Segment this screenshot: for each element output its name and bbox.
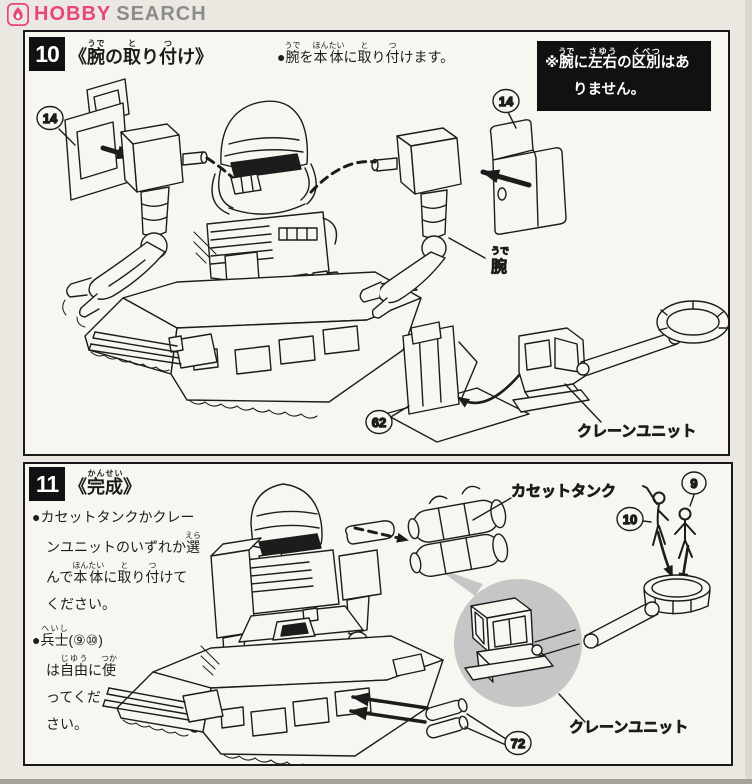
basket-ring-drawing [643,574,711,615]
hobby-search-logo: HOBBY SEARCH [7,2,207,26]
soldier-10-arrow [656,530,674,578]
step-11-instructions: ●カセットタンクかクレー ンユニットのいずれか選えら んで本体ほんたいに取とり付… [32,504,216,744]
scan-edge-bottom [0,779,752,784]
crane-arm-drawing [583,601,660,649]
part14-left-callout: 14 [43,111,58,126]
attach-arrow-72-bottom [349,706,427,724]
cassette-tank-label: カセットタンク [511,483,616,500]
step-11-diagram: カセットタンク 10 9 72 クレーンユニット [102,471,711,764]
part72-cylinders-drawing [425,698,469,739]
part62-stand-drawing [384,321,530,443]
cassette-tank-drawing [407,485,509,577]
note-line-2: りません。 [573,82,646,98]
zaku-head-torso-drawing [193,100,338,287]
crane-cab-detail-drawing [464,597,580,683]
scan-edge-right [745,0,752,784]
bullet2-line3: ってくだ [46,689,101,705]
tank-hull-drawing [84,271,422,419]
part72-callout: 72 [511,736,525,751]
part10-leader [642,520,652,523]
attach-arrow-right [480,169,532,188]
arm-label: 腕 [491,258,507,276]
note-line-1: ※腕うでに左右さゆうの区別くべつはあ [545,47,690,71]
part9-callout: 9 [690,476,697,491]
part9-leader [689,494,695,507]
step11-callouts: カセットタンク 10 9 72 クレーンユニット [504,471,707,756]
part72-leaders [464,713,507,746]
part62-leader [388,405,410,419]
soldier-10-figure [642,485,669,546]
flame-badge-icon [7,2,29,26]
crane-label-leader [564,383,602,423]
bullet1-line3: んで本体ほんたいに取とり付つけて [46,561,188,585]
dashed-connector-right [309,160,377,194]
crane-to-stand-arrow [457,366,527,408]
part14-right-callout: 14 [499,94,514,109]
step-11-number-badge: 11 [29,467,65,501]
part14-right-leader [507,111,517,129]
part14-left-leader [58,128,76,146]
bullet2-line2: は自由じゆうに使つか [46,654,117,678]
step-10-number-badge: 10 [29,37,65,71]
cassette-dashed-arrow [353,526,409,543]
left-arm-drawing [62,123,208,328]
logo-text-search: SEARCH [116,2,207,25]
crane-label-leader-11 [558,693,586,723]
part14-right-drawing [489,119,567,235]
bullet2-line4: さい。 [46,716,88,732]
arm-label-furigana: うで [491,246,509,256]
step-10-diagram: 14 14 62 腕 うで クレーンユニット [36,78,728,443]
crane-unit-label-11: クレーンユニット [569,719,688,736]
step10-callouts: 14 14 62 腕 うで クレーンユニット [36,88,697,441]
instruction-bullet-1: ●カセットタンクかクレー ンユニットのいずれか選えら んで本体ほんたいに取とり付… [32,504,216,618]
arm-label-leader [448,237,486,259]
part62-callout: 62 [372,415,386,430]
bullet1-line4: ください。 [46,596,116,612]
soldier-9-figure [674,507,696,559]
step-10-title: 《腕うでの取とり付つけ》 [69,39,213,67]
bullet1-line1: ●カセットタンクかクレー [32,509,195,525]
cassette-label-leader [472,497,512,521]
attach-arrow-72-top [351,692,429,710]
part14-left-drawing [64,78,130,201]
completed-tank-drawing [102,483,444,764]
step-11-panel: カセットタンク 10 9 72 クレーンユニット 11 《完成かんせい》 ●カセ… [23,462,733,766]
bullet2-line1: ●兵士へいし(⑨⑩) [32,624,103,648]
instruction-bullet-2: ●兵士へいし(⑨⑩) は自由じゆうに使つか ってくだ さい。 [32,624,216,738]
step-11-title: 《完成かんせい》 [69,469,141,497]
crane-unit-drawing [512,300,728,413]
bullet1-line2: ンユニットのいずれか選えら [46,531,201,555]
no-left-right-note: ※腕うでに左右さゆうの区別くべつはあ りません。 [537,41,711,111]
crane-unit-label: クレーンユニット [577,423,696,440]
right-arm-drawing [359,127,462,319]
step-10-instruction: ●腕うでを本体ほんたいに取とり付つけます。 [277,41,455,65]
step-10-panel: 14 14 62 腕 うで クレーンユニット 10 《腕うでの取とり付つけ》 ●… [23,30,730,456]
part10-callout: 10 [623,512,637,527]
logo-text-hobby: HOBBY [34,2,112,25]
